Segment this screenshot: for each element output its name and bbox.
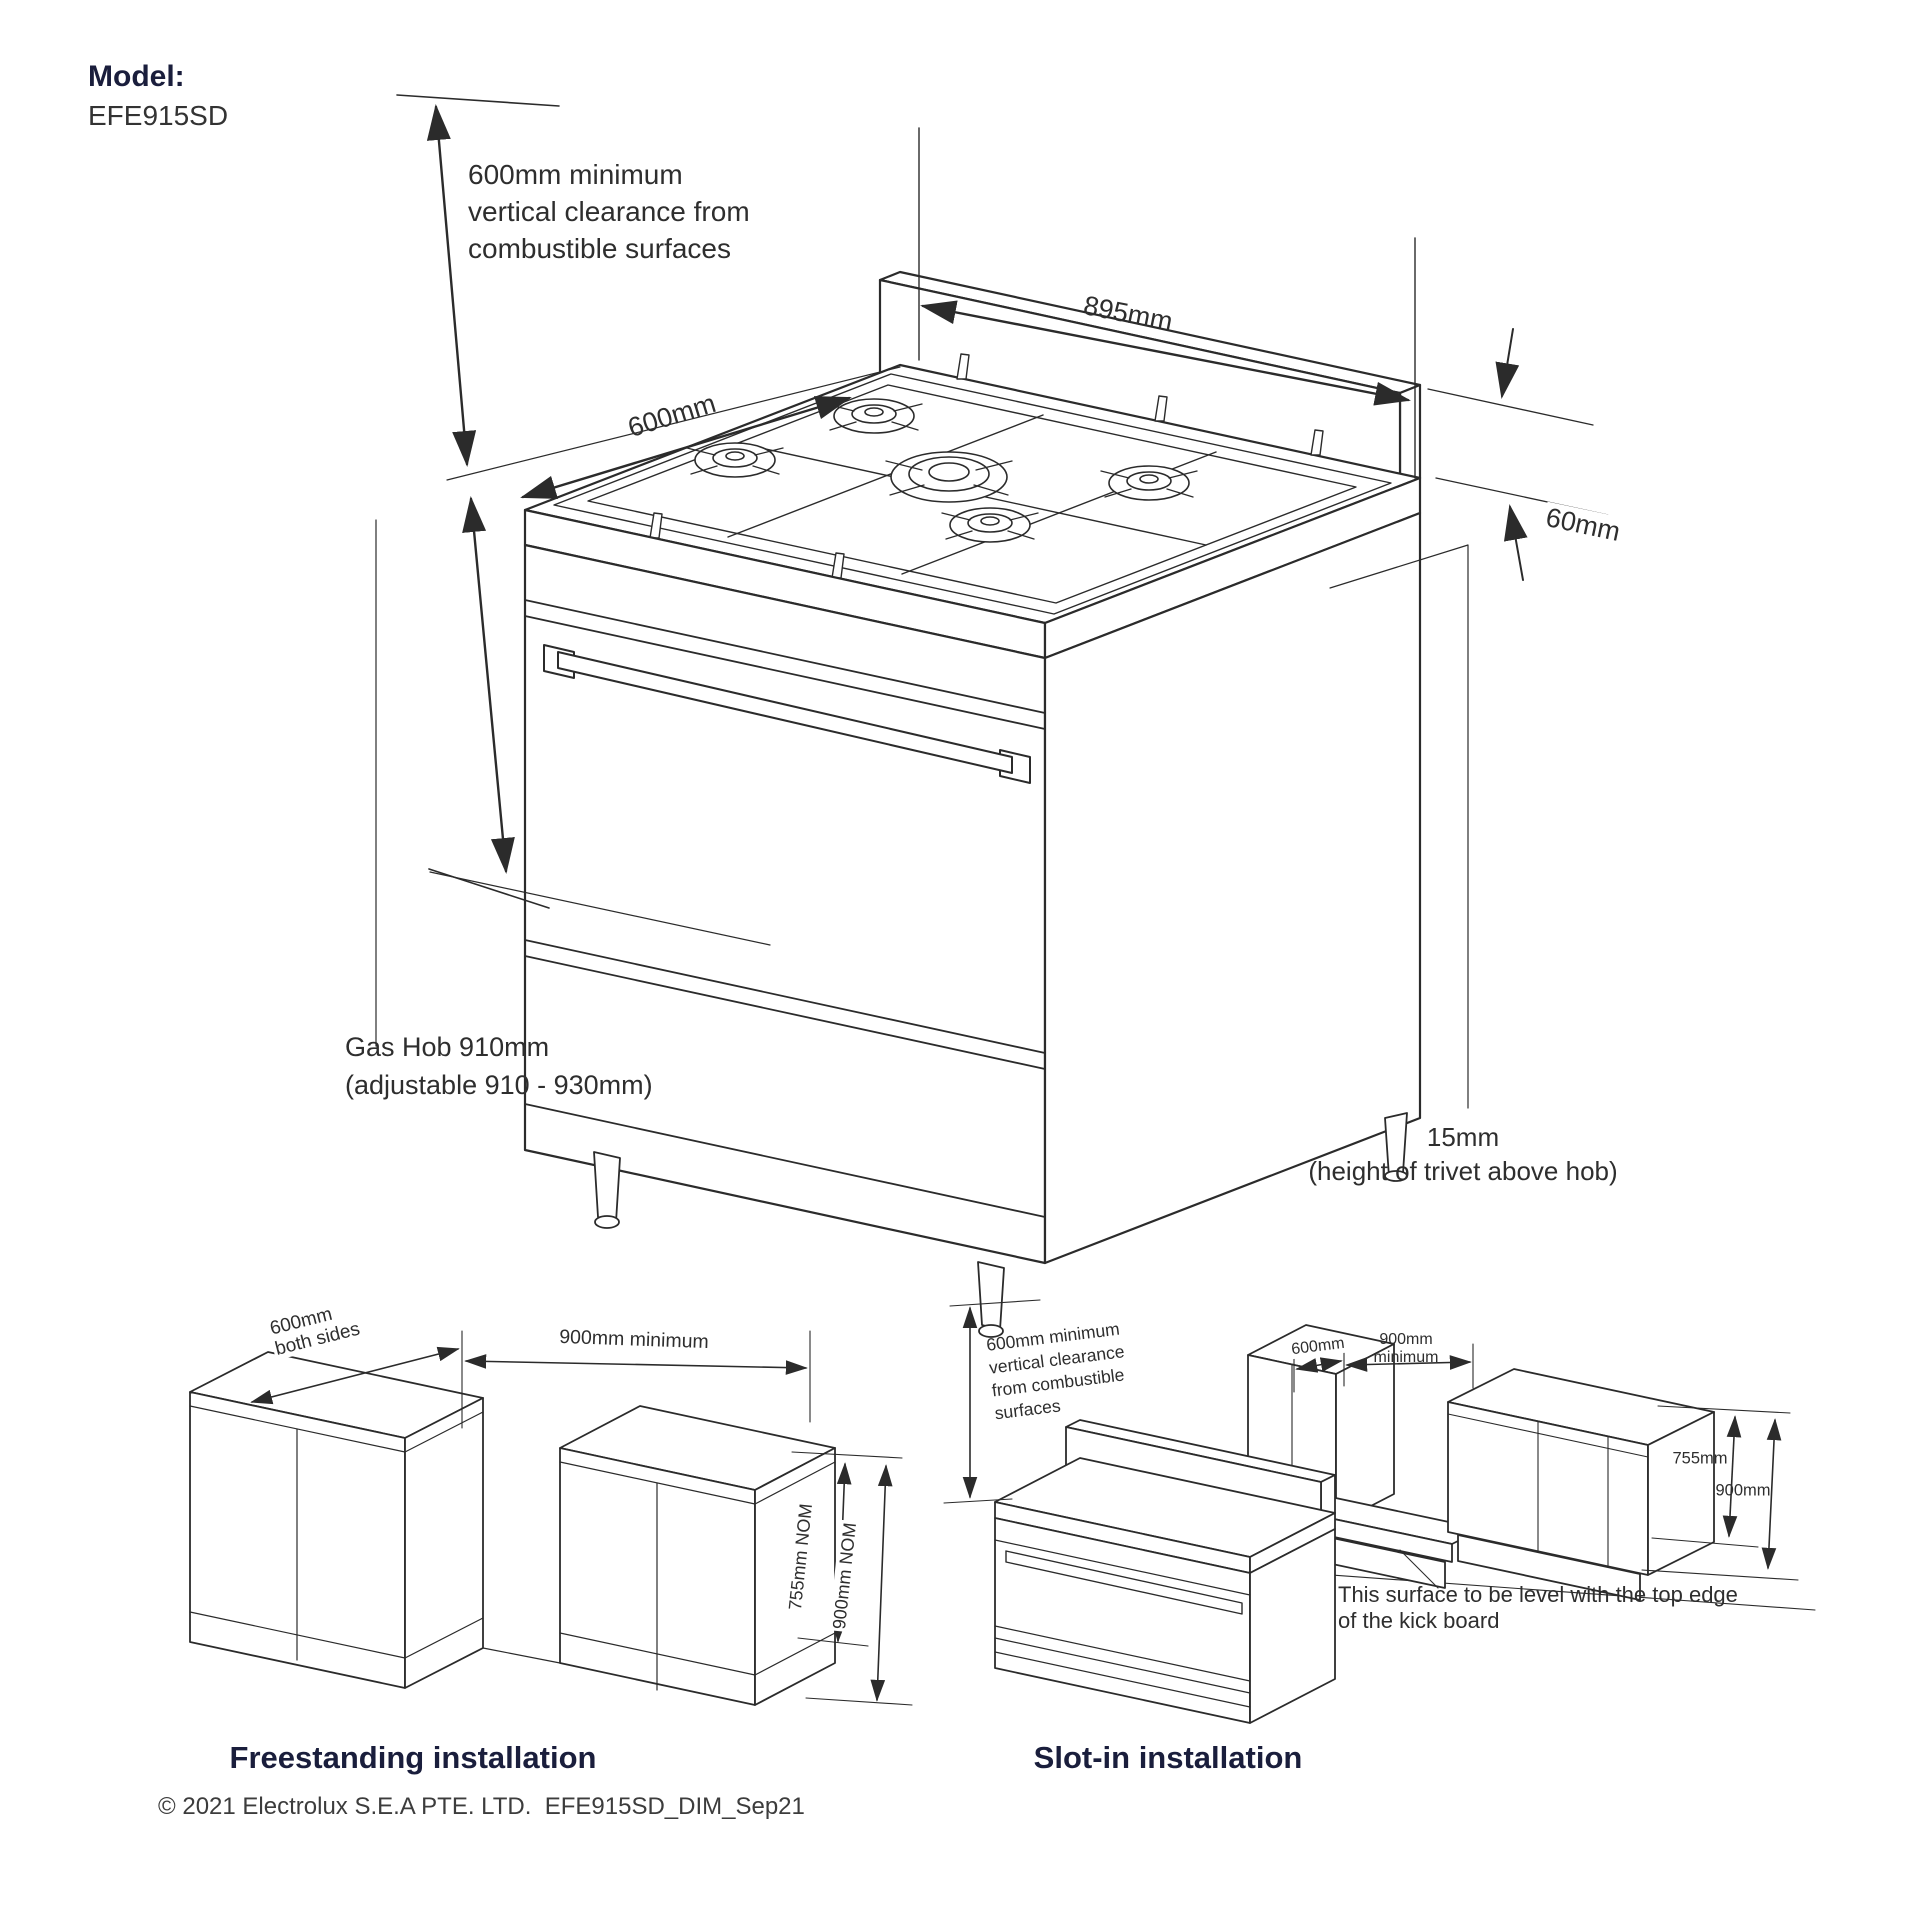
si-overall-arrow bbox=[1761, 1418, 1782, 1570]
trivet-line-1: 15mm bbox=[1426, 1122, 1500, 1152]
splashback-arrow-down bbox=[1495, 328, 1520, 399]
trivet-leader bbox=[1329, 544, 1469, 1109]
splashback-arrow-up bbox=[1503, 504, 1528, 581]
clearance-top-tick bbox=[396, 94, 560, 107]
clearance-line-1: 600mm minimum bbox=[468, 159, 683, 190]
si-right-cabinet bbox=[1447, 1368, 1715, 1601]
si-bench-arrow bbox=[1722, 1415, 1742, 1538]
clearance-line-3: combustible surfaces bbox=[468, 233, 732, 264]
si-cooker bbox=[994, 1419, 1336, 1724]
burner-back-left bbox=[825, 398, 923, 434]
slotin-illustration bbox=[943, 1299, 1816, 1724]
si-gap-line-2: minimum bbox=[1373, 1349, 1439, 1366]
si-depth-arrow bbox=[1295, 1357, 1343, 1373]
model-number: EFE915SD bbox=[88, 100, 229, 131]
fs-overall-arrow bbox=[870, 1464, 893, 1702]
si-overall-height-label: 900mm bbox=[1715, 1481, 1771, 1500]
fs-left-cabinet bbox=[189, 1351, 484, 1689]
freestanding-illustration bbox=[189, 1330, 913, 1706]
legs bbox=[593, 1112, 1408, 1338]
si-clearance-note: 600mm minimum vertical clearance from co… bbox=[985, 1317, 1131, 1425]
trivet-line-2: (height of trivet above hob) bbox=[1308, 1156, 1618, 1186]
hob-height-line-2: (adjustable 910 - 930mm) bbox=[345, 1070, 653, 1100]
hob-height-arrow bbox=[462, 496, 515, 874]
trivet-height-label: 15mm (height of trivet above hob) bbox=[1308, 1120, 1617, 1188]
burner-center-wok bbox=[885, 451, 1013, 503]
fs-floor-line bbox=[482, 1647, 561, 1664]
oven-body bbox=[523, 476, 1422, 1265]
si-gap-label: 900mm minimum bbox=[1374, 1331, 1439, 1367]
burner-back-right bbox=[1100, 465, 1198, 501]
si-note-line-1: This surface to be level with the top ed… bbox=[1338, 1582, 1738, 1607]
oven-door bbox=[524, 599, 1046, 1218]
hob-height-label: Gas Hob 910mm (adjustable 910 - 930mm) bbox=[345, 1028, 653, 1104]
floor-reference-line bbox=[429, 871, 771, 946]
hob-height-line-1: Gas Hob 910mm bbox=[345, 1032, 550, 1062]
oven-handle bbox=[543, 644, 1031, 784]
splashback-ref-top bbox=[1427, 388, 1594, 426]
main-dimension-lines bbox=[375, 94, 1609, 1109]
model-heading: Model: bbox=[88, 60, 185, 93]
copyright: © 2021 Electrolux S.E.A PTE. LTD. EFE915… bbox=[158, 1793, 805, 1820]
width-arrow bbox=[920, 300, 1411, 406]
clearance-arrow bbox=[426, 104, 477, 467]
fs-gap-arrow bbox=[464, 1354, 808, 1375]
si-bench-height-label: 755mm bbox=[1672, 1449, 1728, 1468]
si-note-line-2: of the kick board bbox=[1338, 1608, 1500, 1633]
fs-caption: Freestanding installation bbox=[229, 1740, 597, 1775]
si-gap-line-1: 900mm bbox=[1379, 1331, 1433, 1348]
clearance-note: 600mm minimum vertical clearance from co… bbox=[468, 156, 750, 267]
clearance-line-2: vertical clearance from bbox=[468, 196, 750, 227]
si-caption: Slot-in installation bbox=[1033, 1740, 1303, 1775]
si-dimension-lines bbox=[943, 1299, 1799, 1589]
fs-depth-arrow bbox=[250, 1346, 460, 1405]
si-note: This surface to be level with the top ed… bbox=[1338, 1582, 1738, 1634]
burner-front-right bbox=[941, 507, 1039, 543]
depth-arrow bbox=[520, 396, 852, 499]
si-gap-arrow bbox=[1345, 1355, 1472, 1372]
si-note-leader bbox=[1399, 1549, 1439, 1589]
